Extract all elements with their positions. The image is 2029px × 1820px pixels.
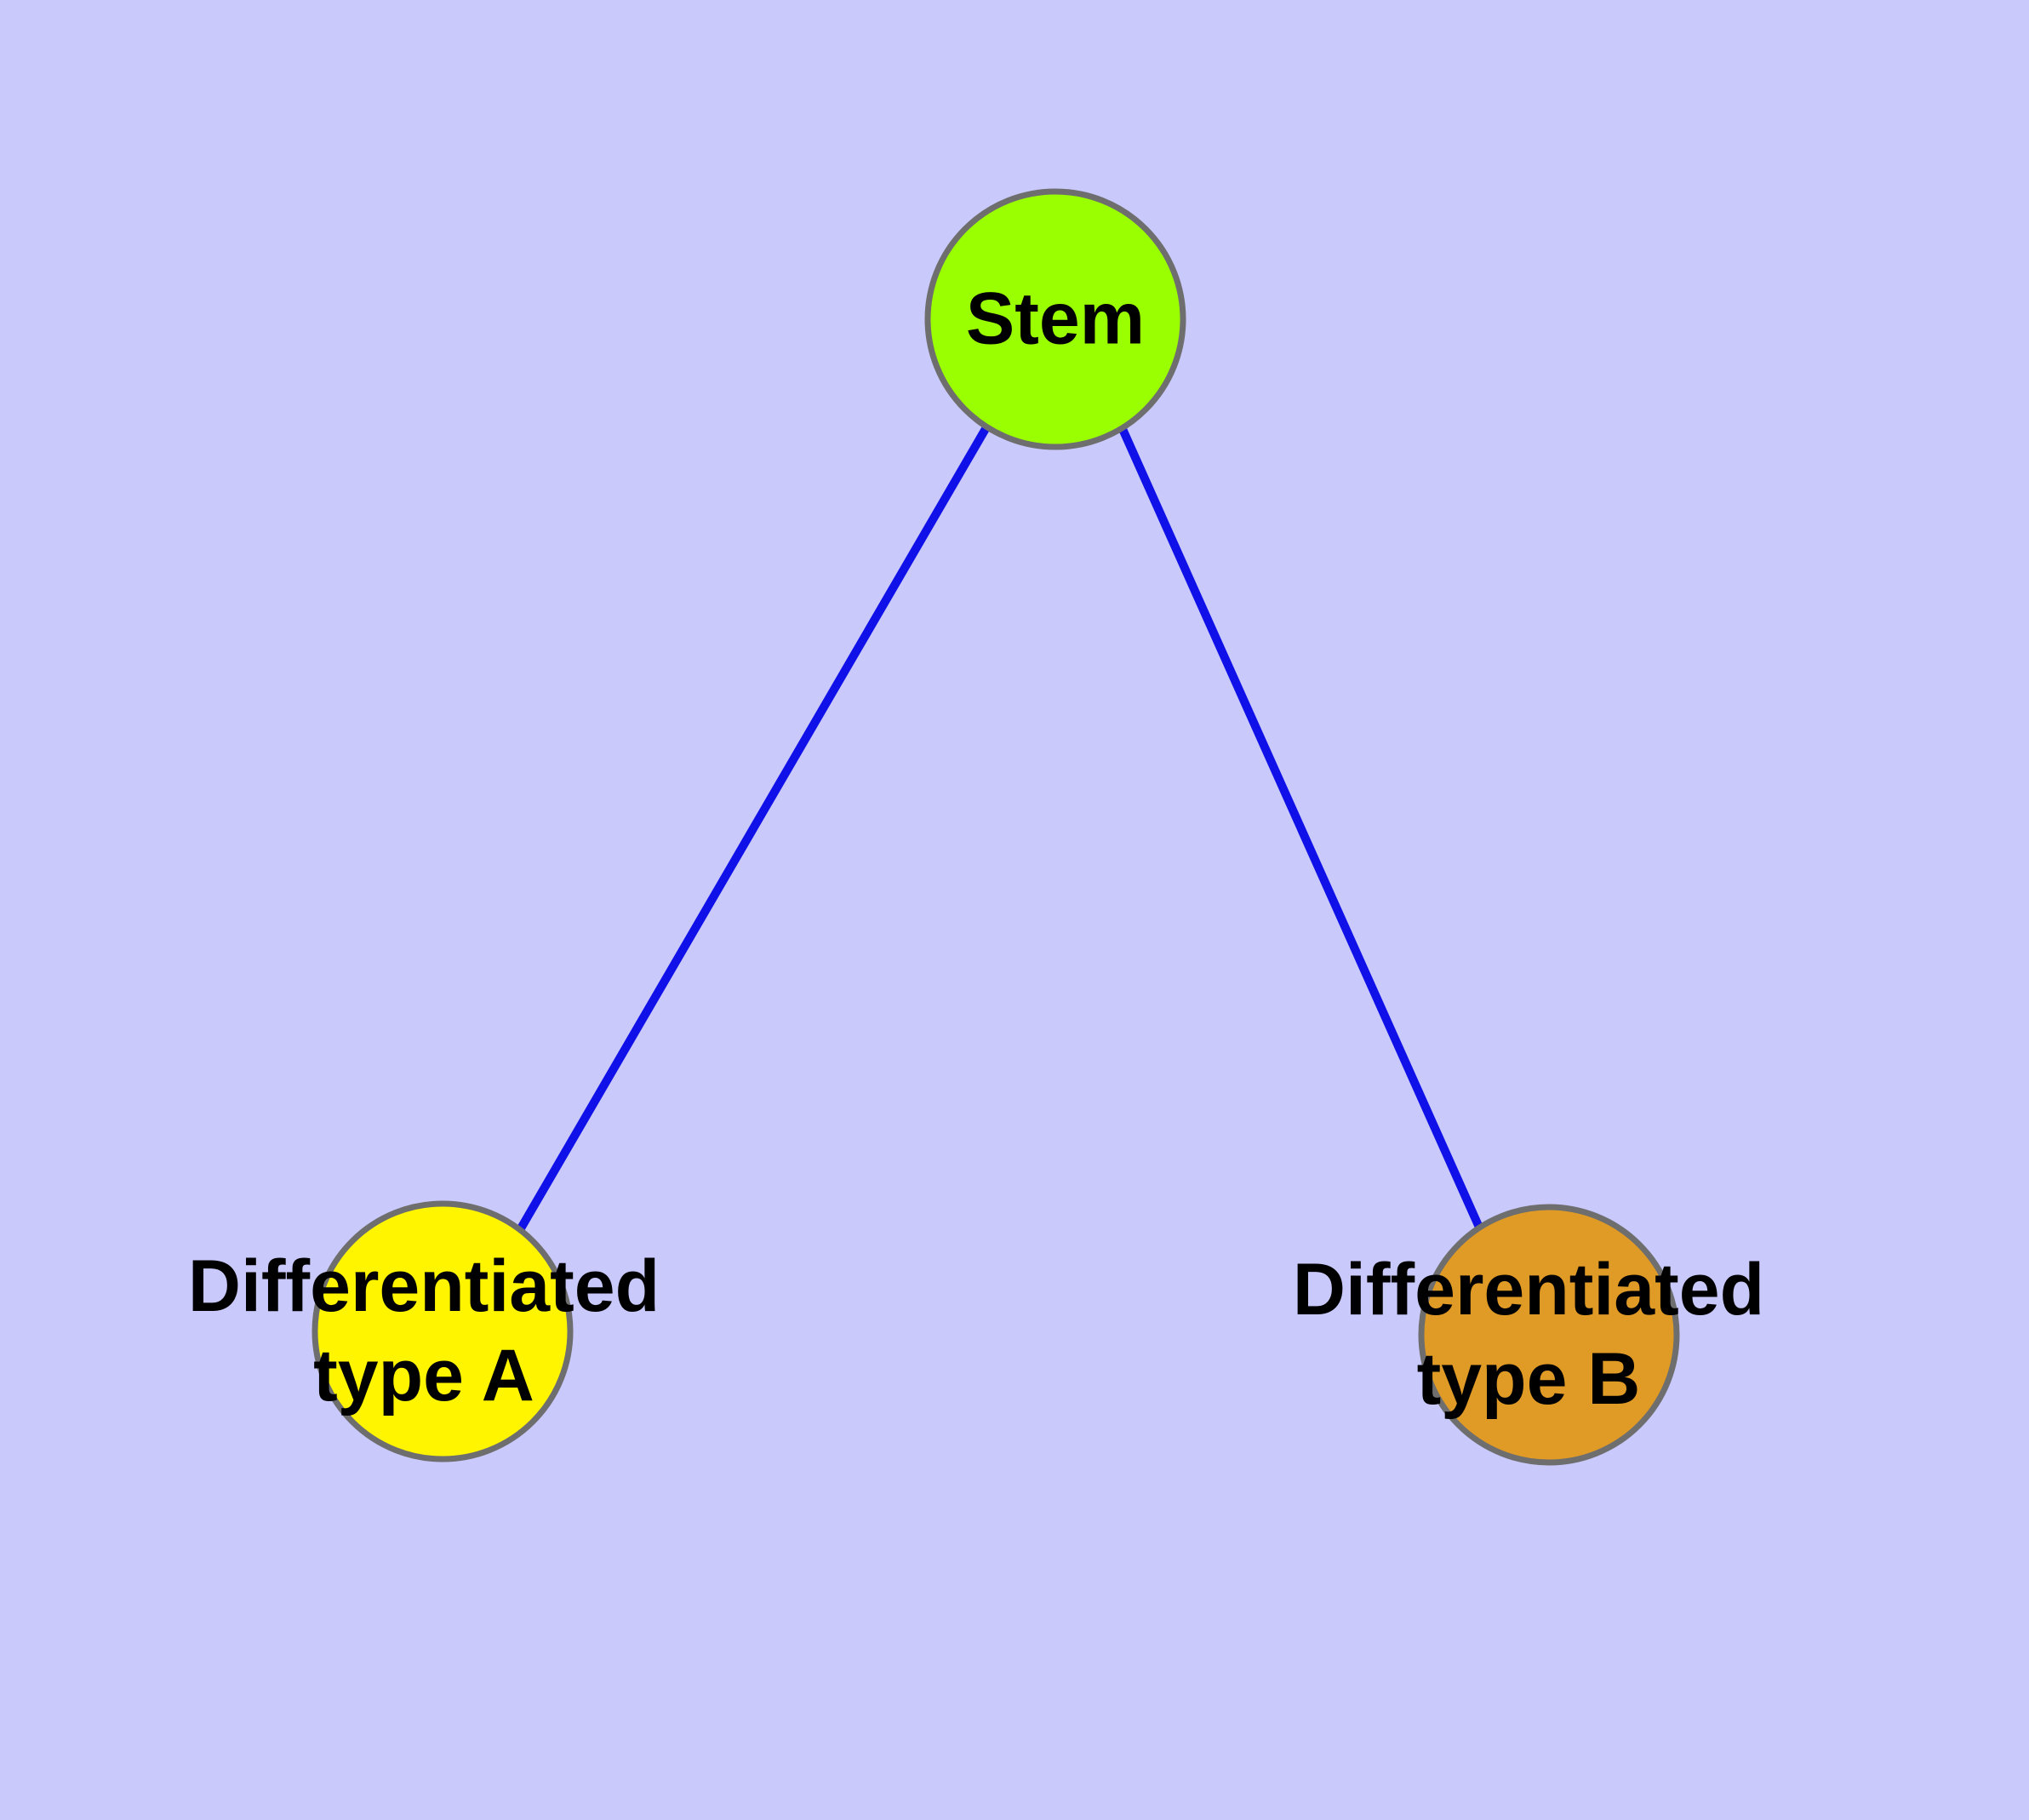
node-label-line: Stem xyxy=(966,278,1145,359)
node-label-line: type A xyxy=(313,1335,534,1417)
node-label-line: type B xyxy=(1417,1338,1641,1420)
edge-stem-to-differentiated-a[interactable] xyxy=(517,425,991,1231)
node-stem[interactable]: Stem xyxy=(924,188,1186,450)
node-stem-circle[interactable] xyxy=(924,188,1186,450)
edges-layer xyxy=(517,425,1484,1232)
node-differentiated-type-b-circle[interactable] xyxy=(1418,1204,1680,1466)
edge-stem-to-differentiated-b[interactable] xyxy=(1118,426,1484,1232)
node-label-line: Differentiated xyxy=(188,1245,660,1327)
node-label-line: Differentiated xyxy=(1293,1249,1764,1331)
node-stem-label: Stem xyxy=(966,278,1145,359)
node-differentiated-type-a-circle[interactable] xyxy=(311,1200,574,1462)
